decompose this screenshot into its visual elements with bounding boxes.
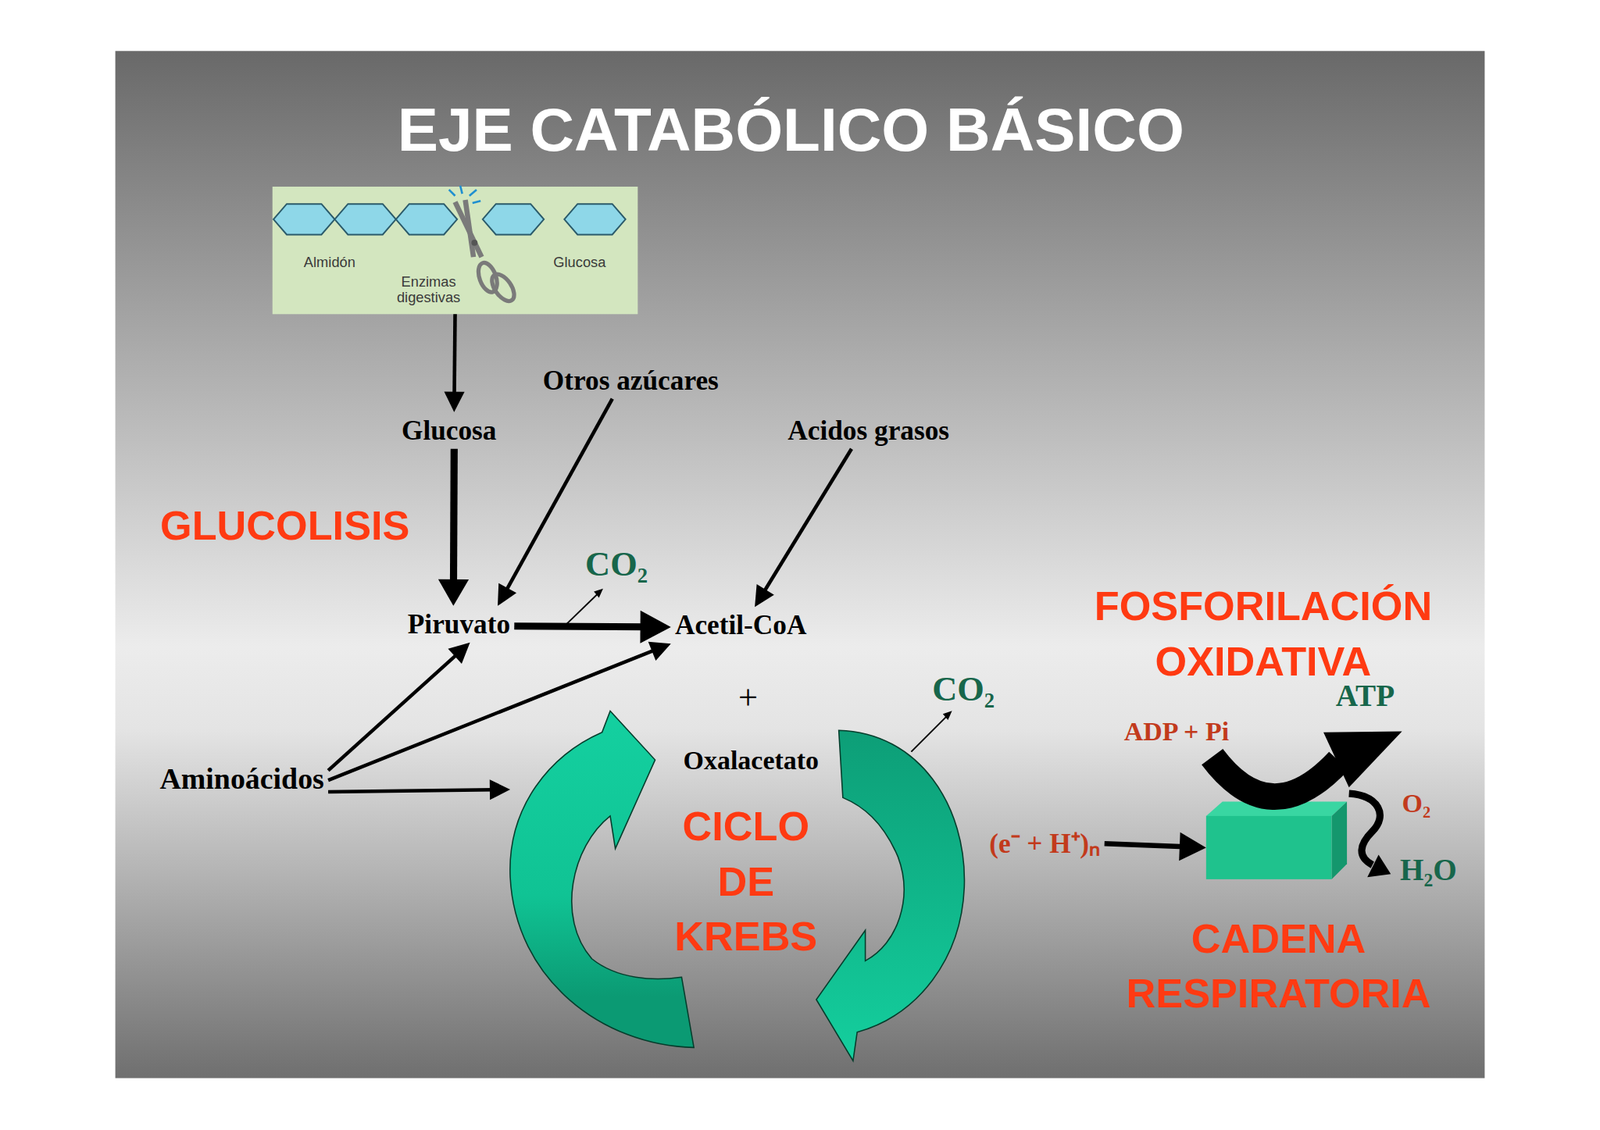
metabolite-label: Piruvato: [403, 606, 515, 643]
phosphorylation-arrow: [1212, 731, 1403, 797]
flow-arrow: [443, 314, 465, 412]
node-text: Acetil-CoA: [675, 609, 807, 643]
metabolite-label: Acidos grasos: [783, 412, 954, 450]
arrow-head: [497, 583, 517, 607]
electron-flow-label: (e⁻ + H⁺)ₙ: [985, 825, 1105, 863]
respiratory-chain-block: [1206, 802, 1347, 880]
node-text: Almidón: [289, 255, 371, 272]
scissor-pivot: [471, 239, 478, 247]
respiratory-chain: CADENA RESPIRATORIA: [1206, 816, 1333, 880]
glucose-hexagon: [273, 203, 335, 235]
metabolite-label: Glucosa: [397, 412, 501, 450]
arrow-shaft: [763, 449, 852, 594]
arrow-head: [1178, 832, 1207, 862]
scissor-handle: [487, 270, 519, 305]
scissor-blade: [465, 200, 474, 258]
arrow-head: [754, 584, 775, 608]
process-heading: GLUCOLISIS: [160, 497, 410, 554]
flow-arrow: [754, 449, 852, 608]
node-text: Piruvato: [407, 607, 511, 641]
arrow-shaft: [1104, 843, 1186, 847]
scissors: [455, 200, 519, 305]
spark-line: [449, 189, 456, 197]
node-text: Aminoácidos: [159, 760, 324, 796]
spark-line: [472, 200, 481, 204]
starch-picture: [272, 186, 639, 315]
arrow-head: [942, 710, 953, 721]
glucose-hexagon: [564, 203, 625, 235]
arrow-shaft: [328, 650, 656, 781]
metabolite-label: Aminoácidos: [155, 759, 329, 799]
glucose-hexagon: [334, 203, 396, 235]
leader-line: [910, 715, 948, 753]
arrow-shaft: [505, 399, 613, 593]
product-label: CO₂: [585, 544, 648, 584]
node-text: Acidos grasos: [787, 414, 950, 447]
arrow-shaft: [328, 653, 458, 772]
arrow-shaft: [328, 789, 494, 793]
flow-arrow: [328, 642, 470, 772]
glucose-hexagon: [482, 203, 544, 235]
metabolite-label: Otros azúcares: [539, 362, 723, 400]
product-label: ATP: [1335, 678, 1395, 714]
flow-arrow: [328, 642, 672, 781]
node-text: CICLO DE KREBS: [653, 799, 838, 965]
node-text: CADENA RESPIRATORIA: [1074, 910, 1483, 1022]
slide-background: [115, 50, 1486, 1079]
block-side: [1331, 802, 1347, 880]
co2-release-arrow: [566, 589, 604, 625]
flow-arrow: [497, 399, 613, 607]
flow-arrow: [438, 449, 469, 607]
metabolite-label: Acetil-CoA: [671, 607, 811, 644]
cycle-arrow: [510, 710, 694, 1048]
starch-illustration-box: AlmidónEnzimas digestivas Glucosa: [272, 186, 639, 315]
krebs-cycle: OxalacetatoCICLO DE KREBS: [510, 703, 965, 1061]
arrow-head: [639, 610, 671, 644]
oxygen-water-arrow: [1349, 793, 1392, 878]
node-text: Enzimas digestivas: [382, 274, 475, 305]
arrow-shaft: [454, 314, 456, 396]
arrow-head: [438, 579, 469, 607]
curved-band: [1212, 757, 1340, 797]
arrow-shaft: [450, 449, 458, 586]
arrow-shaft: [514, 626, 647, 628]
co2-release-arrow: [910, 710, 952, 752]
glucose-hexagon: [396, 203, 458, 235]
flow-arrow: [1104, 832, 1207, 862]
cycle-arrow: [816, 730, 965, 1061]
node-text: Oxalacetato: [649, 746, 854, 777]
plus-sign: +: [738, 679, 758, 717]
flow-arrow: [328, 779, 511, 800]
arrow-head: [1323, 731, 1403, 788]
cut-sparks: [449, 185, 481, 204]
spark-line: [460, 185, 463, 194]
substrate-label: ADP + Pi: [1124, 717, 1229, 748]
node-text: Otros azúcares: [542, 364, 719, 397]
process-heading: FOSFORILACIÓN OXIDATIVA: [1059, 578, 1468, 690]
block-front: [1206, 816, 1333, 880]
arrow-head: [648, 642, 672, 661]
curved-line: [1349, 793, 1381, 865]
node-text: Glucosa: [401, 414, 497, 447]
arrow-head: [443, 391, 465, 412]
arrow-head: [489, 779, 511, 800]
spark-line: [469, 189, 477, 197]
slide-title: EJE CATABÓLICO BÁSICO: [0, 93, 1582, 168]
arrow-head: [1367, 855, 1391, 879]
leader-line: [566, 593, 598, 625]
node-text: Glucosa: [539, 255, 621, 272]
product-label: H₂O: [1400, 853, 1458, 888]
flow-arrow: [514, 610, 671, 644]
product-label: CO₂: [932, 670, 995, 710]
glucose-chain: [273, 203, 626, 235]
arrow-head: [447, 642, 470, 665]
arrow-head: [593, 589, 604, 599]
substrate-label: O₂: [1402, 789, 1432, 820]
node-text: (e⁻ + H⁺)ₙ: [989, 827, 1100, 861]
